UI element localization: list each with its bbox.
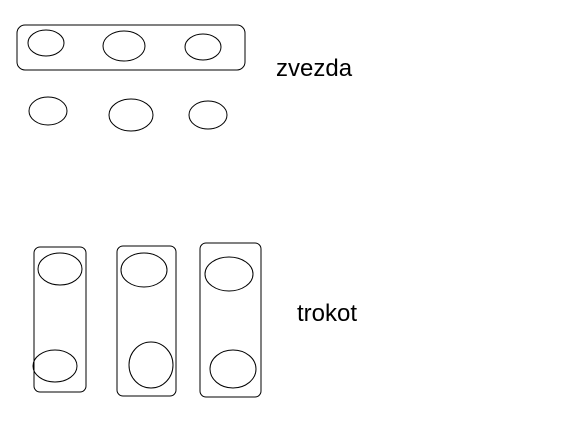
oval xyxy=(27,29,65,57)
oval xyxy=(184,33,222,61)
label-trokot: trokot xyxy=(297,300,358,327)
vertical-box-3 xyxy=(199,242,262,398)
vertical-box-2 xyxy=(116,245,177,397)
zvezda-group-loose xyxy=(28,96,228,132)
trokot-group xyxy=(32,242,262,398)
oval xyxy=(108,98,154,132)
oval xyxy=(28,96,68,126)
rounded-box-horizontal xyxy=(16,24,246,71)
oval xyxy=(209,349,257,389)
rounded-box-vertical xyxy=(199,242,262,398)
oval xyxy=(204,256,254,292)
oval xyxy=(120,252,168,288)
oval xyxy=(32,349,78,383)
label-zvezda: zvezda xyxy=(276,55,353,82)
vertical-box-1 xyxy=(32,246,87,393)
oval xyxy=(102,30,146,62)
oval xyxy=(128,341,174,389)
rounded-box-vertical xyxy=(116,245,177,397)
zvezda-group-boxed xyxy=(16,24,246,71)
oval xyxy=(188,100,228,130)
rounded-box-vertical xyxy=(33,246,87,393)
oval xyxy=(37,252,83,286)
